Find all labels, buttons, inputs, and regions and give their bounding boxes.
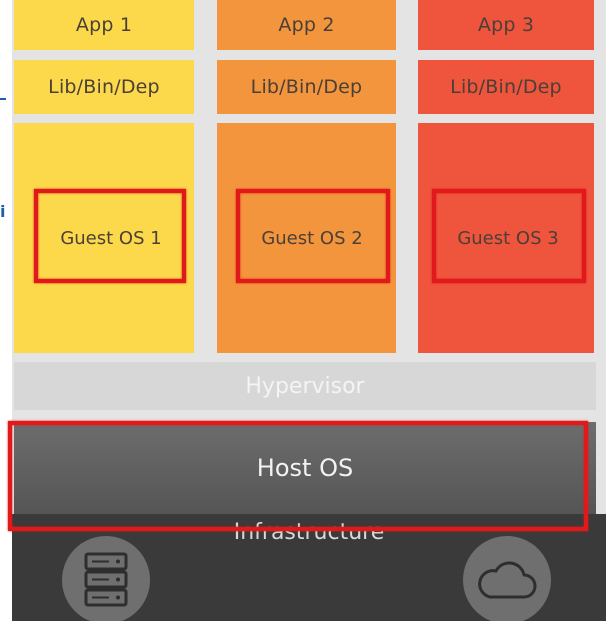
guest-os-1-block xyxy=(14,123,194,353)
hypervisor-layer: Hypervisor xyxy=(14,362,596,410)
app-2-block: App 2 xyxy=(217,0,396,50)
guest-os-3-block xyxy=(418,123,594,353)
guest-os-3-highlight xyxy=(432,189,586,283)
host-os-highlight xyxy=(8,421,588,531)
app-1-block: App 1 xyxy=(14,0,194,50)
infrastructure-label: Infrastructure xyxy=(233,520,385,545)
edge-text-fragment xyxy=(0,62,6,100)
app-3-block: App 3 xyxy=(418,0,594,50)
guest-os-3-label: Guest OS 3 xyxy=(457,227,559,249)
lib-bin-dep-1-block: Lib/Bin/Dep xyxy=(14,60,194,114)
server-icon xyxy=(62,536,150,621)
guest-os-1-highlight xyxy=(34,189,186,283)
guest-os-2-highlight xyxy=(236,189,390,283)
lib-bin-dep-2-block: Lib/Bin/Dep xyxy=(217,60,396,114)
lib-bin-dep-3-block: Lib/Bin/Dep xyxy=(418,60,594,114)
guest-os-1-label: Guest OS 1 xyxy=(60,227,162,249)
guest-os-2-label: Guest OS 2 xyxy=(261,227,363,249)
edge-text-fragment-i: i xyxy=(0,203,6,221)
infrastructure-layer: Infrastructure xyxy=(12,514,606,621)
host-os-layer: Host OS xyxy=(14,422,596,514)
cloud-icon xyxy=(463,536,551,621)
guest-os-2-block xyxy=(217,123,396,353)
